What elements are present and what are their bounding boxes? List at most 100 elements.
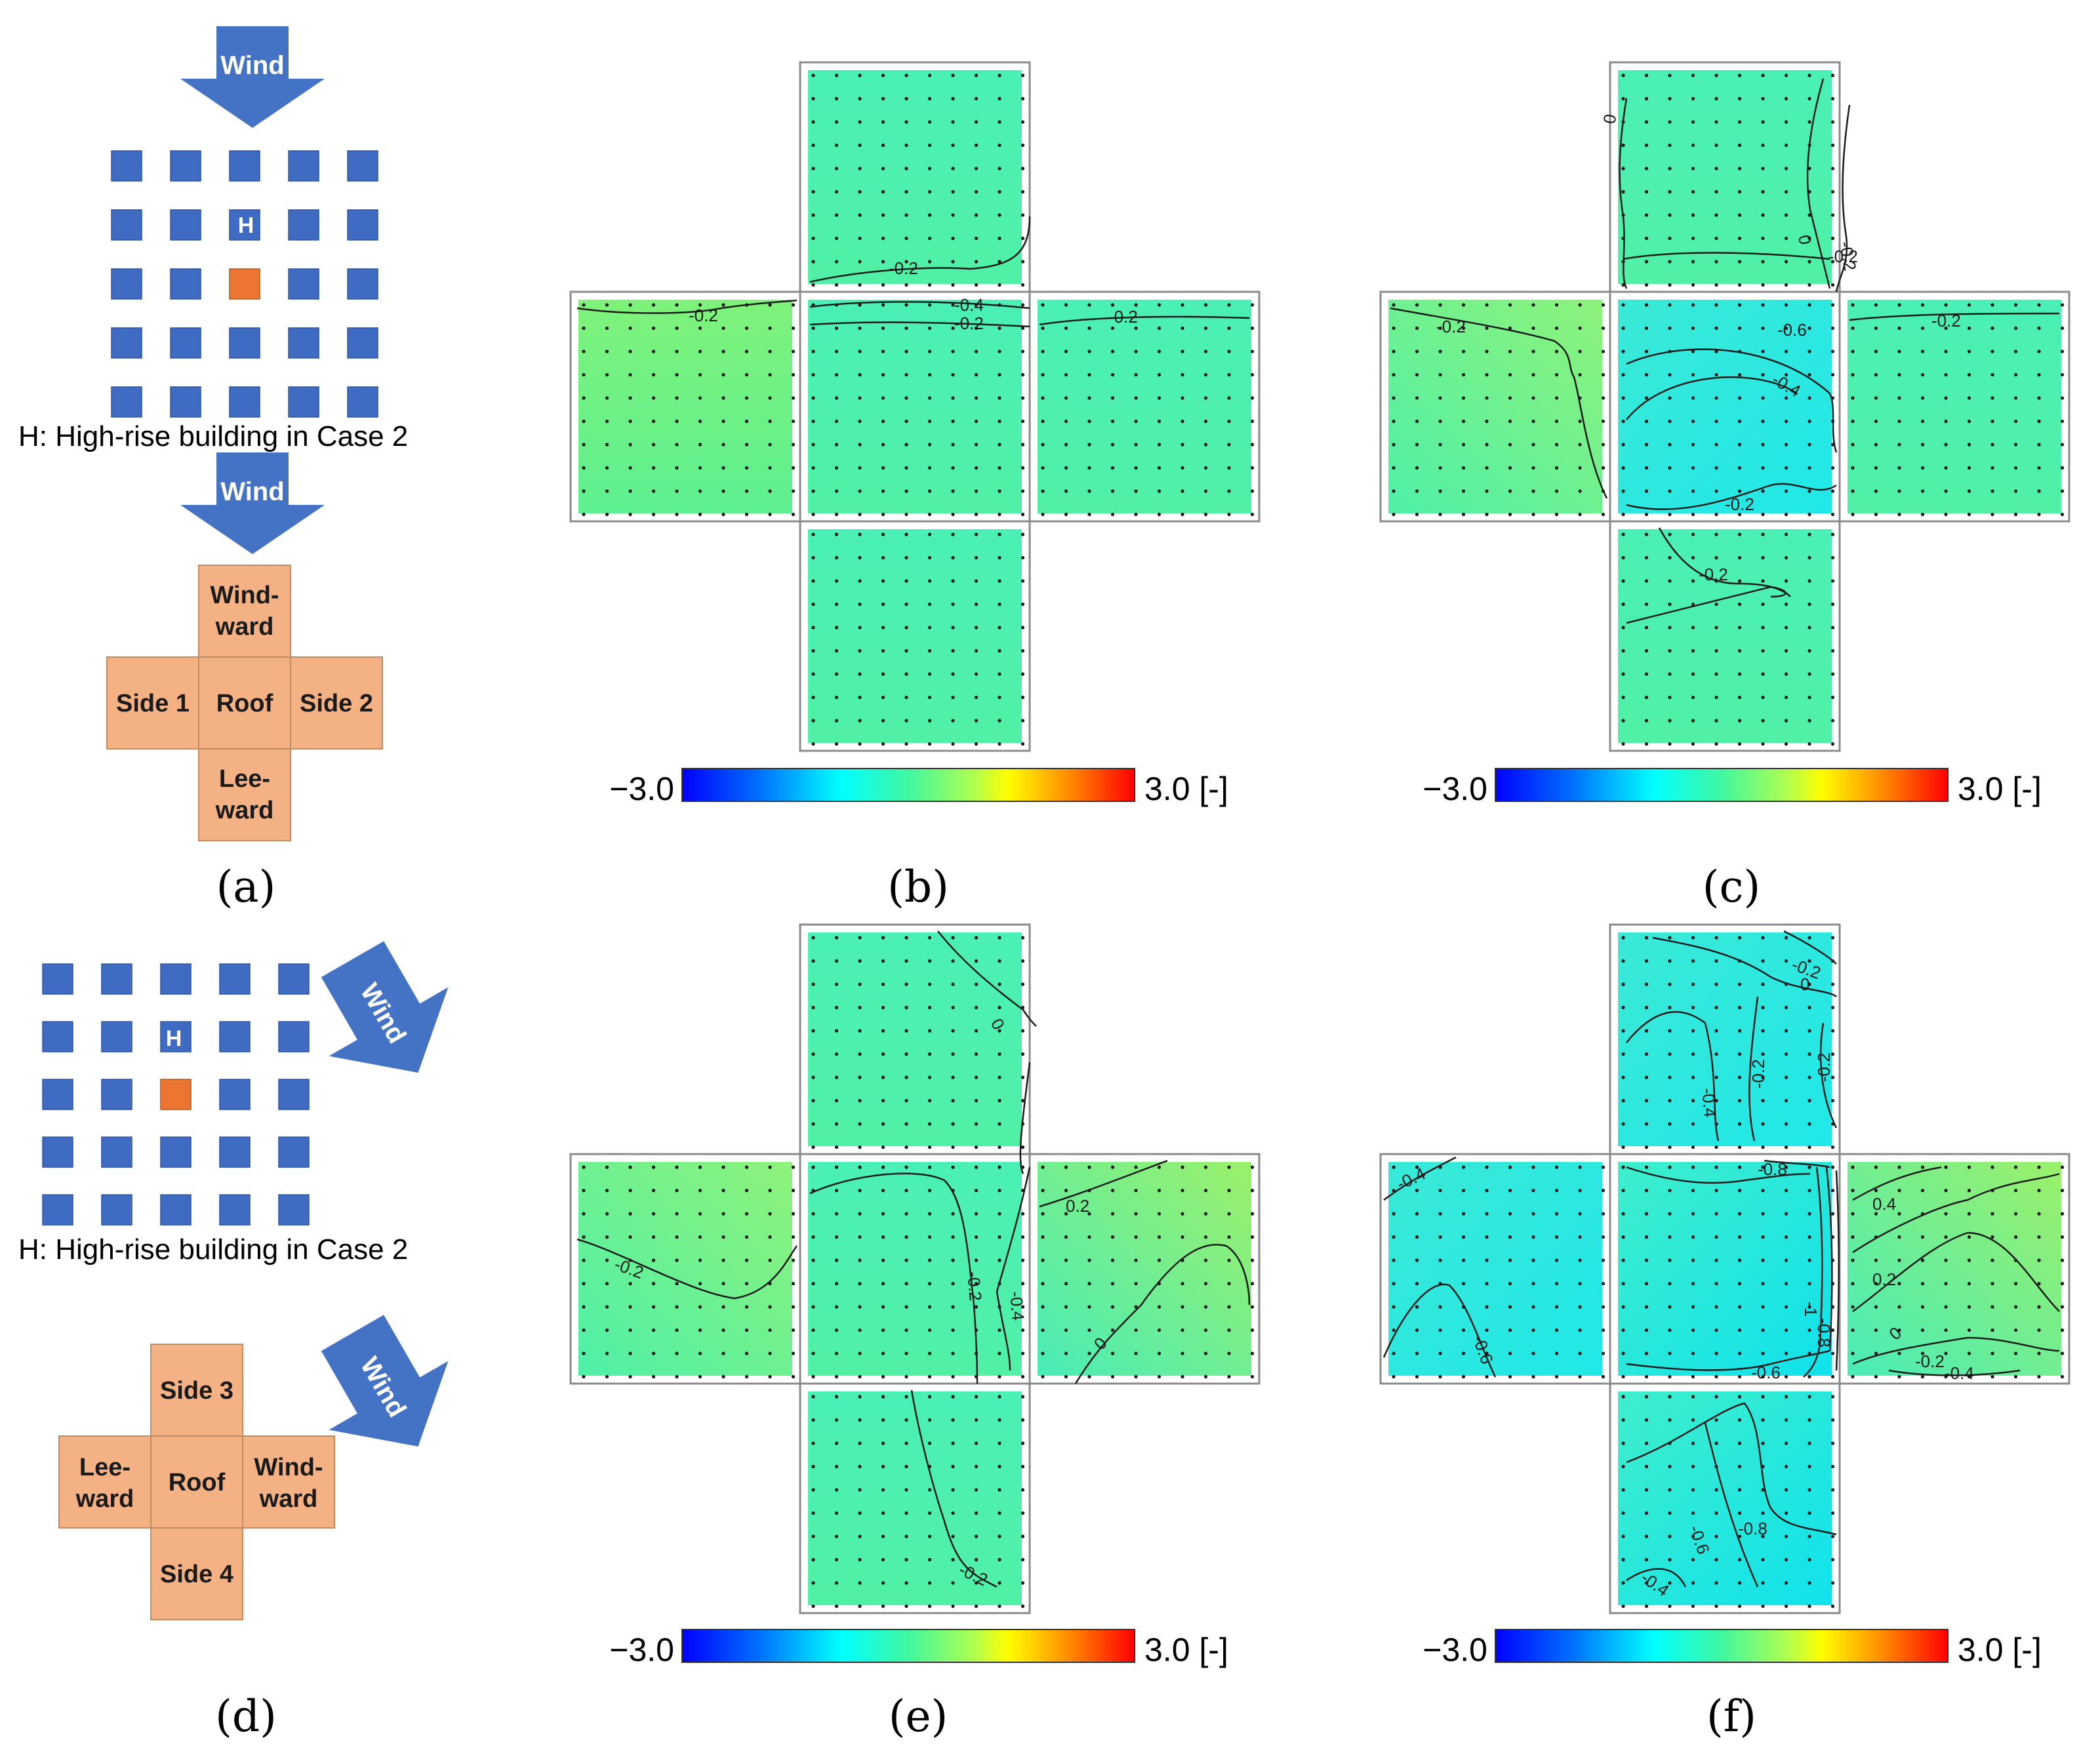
building	[101, 1079, 132, 1110]
highrise-mark-d: H	[166, 1026, 182, 1051]
label-windward-1: Wind-	[210, 582, 279, 609]
contour-panel-c	[1379, 61, 2070, 752]
colorbar-min-label: −3.0	[1423, 770, 1487, 807]
svg-text:-0.2: -0.2	[954, 313, 984, 333]
svg-text:-0.4: -0.4	[1698, 1087, 1720, 1118]
face-diagram-a	[106, 565, 383, 841]
building	[42, 1136, 73, 1168]
panel-a-layout: Wind H H: High-rise building in Case 2 W…	[18, 26, 408, 841]
panel-label-f: (f)	[1706, 1691, 1756, 1742]
building	[111, 209, 142, 241]
building	[347, 209, 378, 241]
svg-text:-0.2: -0.2	[1436, 317, 1466, 336]
svg-text:-0.2: -0.2	[1748, 1059, 1768, 1089]
colorbar	[681, 1629, 1135, 1663]
contour-labels: -0.2 -0.4 -0.2 -0.2 -0.2 0 -0.2 0 -0.2 -…	[612, 113, 1974, 1601]
building	[219, 1194, 251, 1226]
building	[42, 1079, 73, 1110]
wind-arrow-d2: Wind	[321, 1315, 449, 1447]
building	[278, 1021, 310, 1052]
label-side1: Side 1	[116, 690, 190, 717]
contour-panel-f	[1379, 923, 2070, 1614]
svg-text:-1: -1	[1801, 1302, 1821, 1317]
svg-text:0.2: 0.2	[1872, 1270, 1896, 1289]
building	[170, 268, 201, 300]
face-side1	[106, 656, 199, 750]
building	[42, 963, 73, 995]
contour-panel-e	[569, 923, 1261, 1614]
svg-text:-0.2: -0.2	[689, 306, 718, 325]
face-windward	[198, 565, 291, 658]
target-building	[229, 268, 260, 300]
building	[229, 327, 260, 359]
colorbar-max-label: 3.0 [-]	[1958, 770, 2042, 807]
colorbar	[1495, 768, 1949, 802]
colorbar-min-label: −3.0	[609, 770, 674, 807]
svg-text:-0.4: -0.4	[1945, 1363, 1974, 1383]
svg-text:0: 0	[1599, 113, 1620, 125]
face-roof	[198, 656, 291, 750]
wind-arrow-a: Wind	[180, 26, 325, 128]
contour-lines	[576, 78, 2060, 1588]
panel-label-d: (d)	[215, 1691, 277, 1742]
label-windward-d-1: Wind-	[254, 1454, 323, 1481]
building	[111, 327, 142, 359]
wind-label: Wind	[220, 477, 284, 506]
building	[278, 963, 310, 995]
svg-text:-0.2: -0.2	[1814, 1052, 1834, 1082]
face-side4	[150, 1527, 243, 1620]
svg-text:0: 0	[1794, 233, 1815, 246]
building	[219, 963, 251, 995]
building-grid-a	[111, 150, 378, 418]
svg-text:0: 0	[1800, 974, 1809, 994]
building	[278, 1136, 310, 1168]
svg-text:0.2: 0.2	[1066, 1196, 1089, 1216]
svg-text:-0.2: -0.2	[963, 1271, 986, 1302]
building	[288, 268, 319, 300]
building	[347, 150, 378, 182]
colorbar-min-label: −3.0	[1423, 1631, 1487, 1668]
colorbar-max-label: 3.0 [-]	[1144, 1631, 1228, 1668]
label-leeward-1: Lee-	[219, 765, 270, 793]
building	[111, 386, 142, 418]
svg-text:-0.8: -0.8	[1758, 1159, 1787, 1179]
label-windward-2: ward	[215, 613, 274, 641]
colorbar-max-label: 3.0 [-]	[1958, 1631, 2042, 1668]
building	[111, 268, 142, 300]
panel-label-e: (e)	[889, 1691, 948, 1742]
label-leeward-d-2: ward	[75, 1485, 134, 1513]
svg-text:-0.2: -0.2	[1108, 307, 1138, 327]
building	[347, 327, 378, 359]
building	[42, 1194, 73, 1226]
label-roof-a: Roof	[216, 690, 273, 717]
wind-arrow-a2: Wind	[180, 452, 325, 554]
highrise-mark-a: H	[238, 213, 254, 238]
face-diagram-d	[58, 1344, 335, 1620]
highrise-caption-a: H: High-rise building in Case 2	[18, 420, 408, 452]
target-building	[160, 1079, 192, 1110]
panel-labels: (a) (b) (c) (d) (e) (f)	[215, 862, 1760, 1742]
label-side4: Side 4	[160, 1561, 233, 1588]
building	[288, 386, 319, 418]
svg-text:0.4: 0.4	[1872, 1194, 1896, 1214]
highrise-building	[160, 1021, 192, 1052]
svg-text:-0.2: -0.2	[1699, 565, 1728, 584]
svg-text:-0.8: -0.8	[1738, 1519, 1767, 1538]
building-grid-d	[42, 963, 310, 1226]
building	[288, 150, 319, 182]
building	[229, 150, 260, 182]
label-roof-d: Roof	[169, 1469, 226, 1496]
face-leeward	[198, 748, 291, 841]
colorbar	[1495, 1629, 1949, 1663]
panel-d-layout: H H: High-rise building in Case 2 Wind W…	[18, 941, 449, 1620]
svg-text:-0.6: -0.6	[1777, 320, 1807, 340]
svg-text:-0.6: -0.6	[1751, 1363, 1781, 1382]
building	[160, 1194, 192, 1226]
contour-panel-b	[569, 61, 1261, 752]
colorbar-min-label: −3.0	[609, 1631, 674, 1668]
panel-label-b: (b)	[887, 862, 949, 912]
building	[219, 1079, 251, 1110]
building	[101, 1194, 132, 1226]
building	[111, 150, 142, 182]
label-side2: Side 2	[300, 690, 373, 717]
